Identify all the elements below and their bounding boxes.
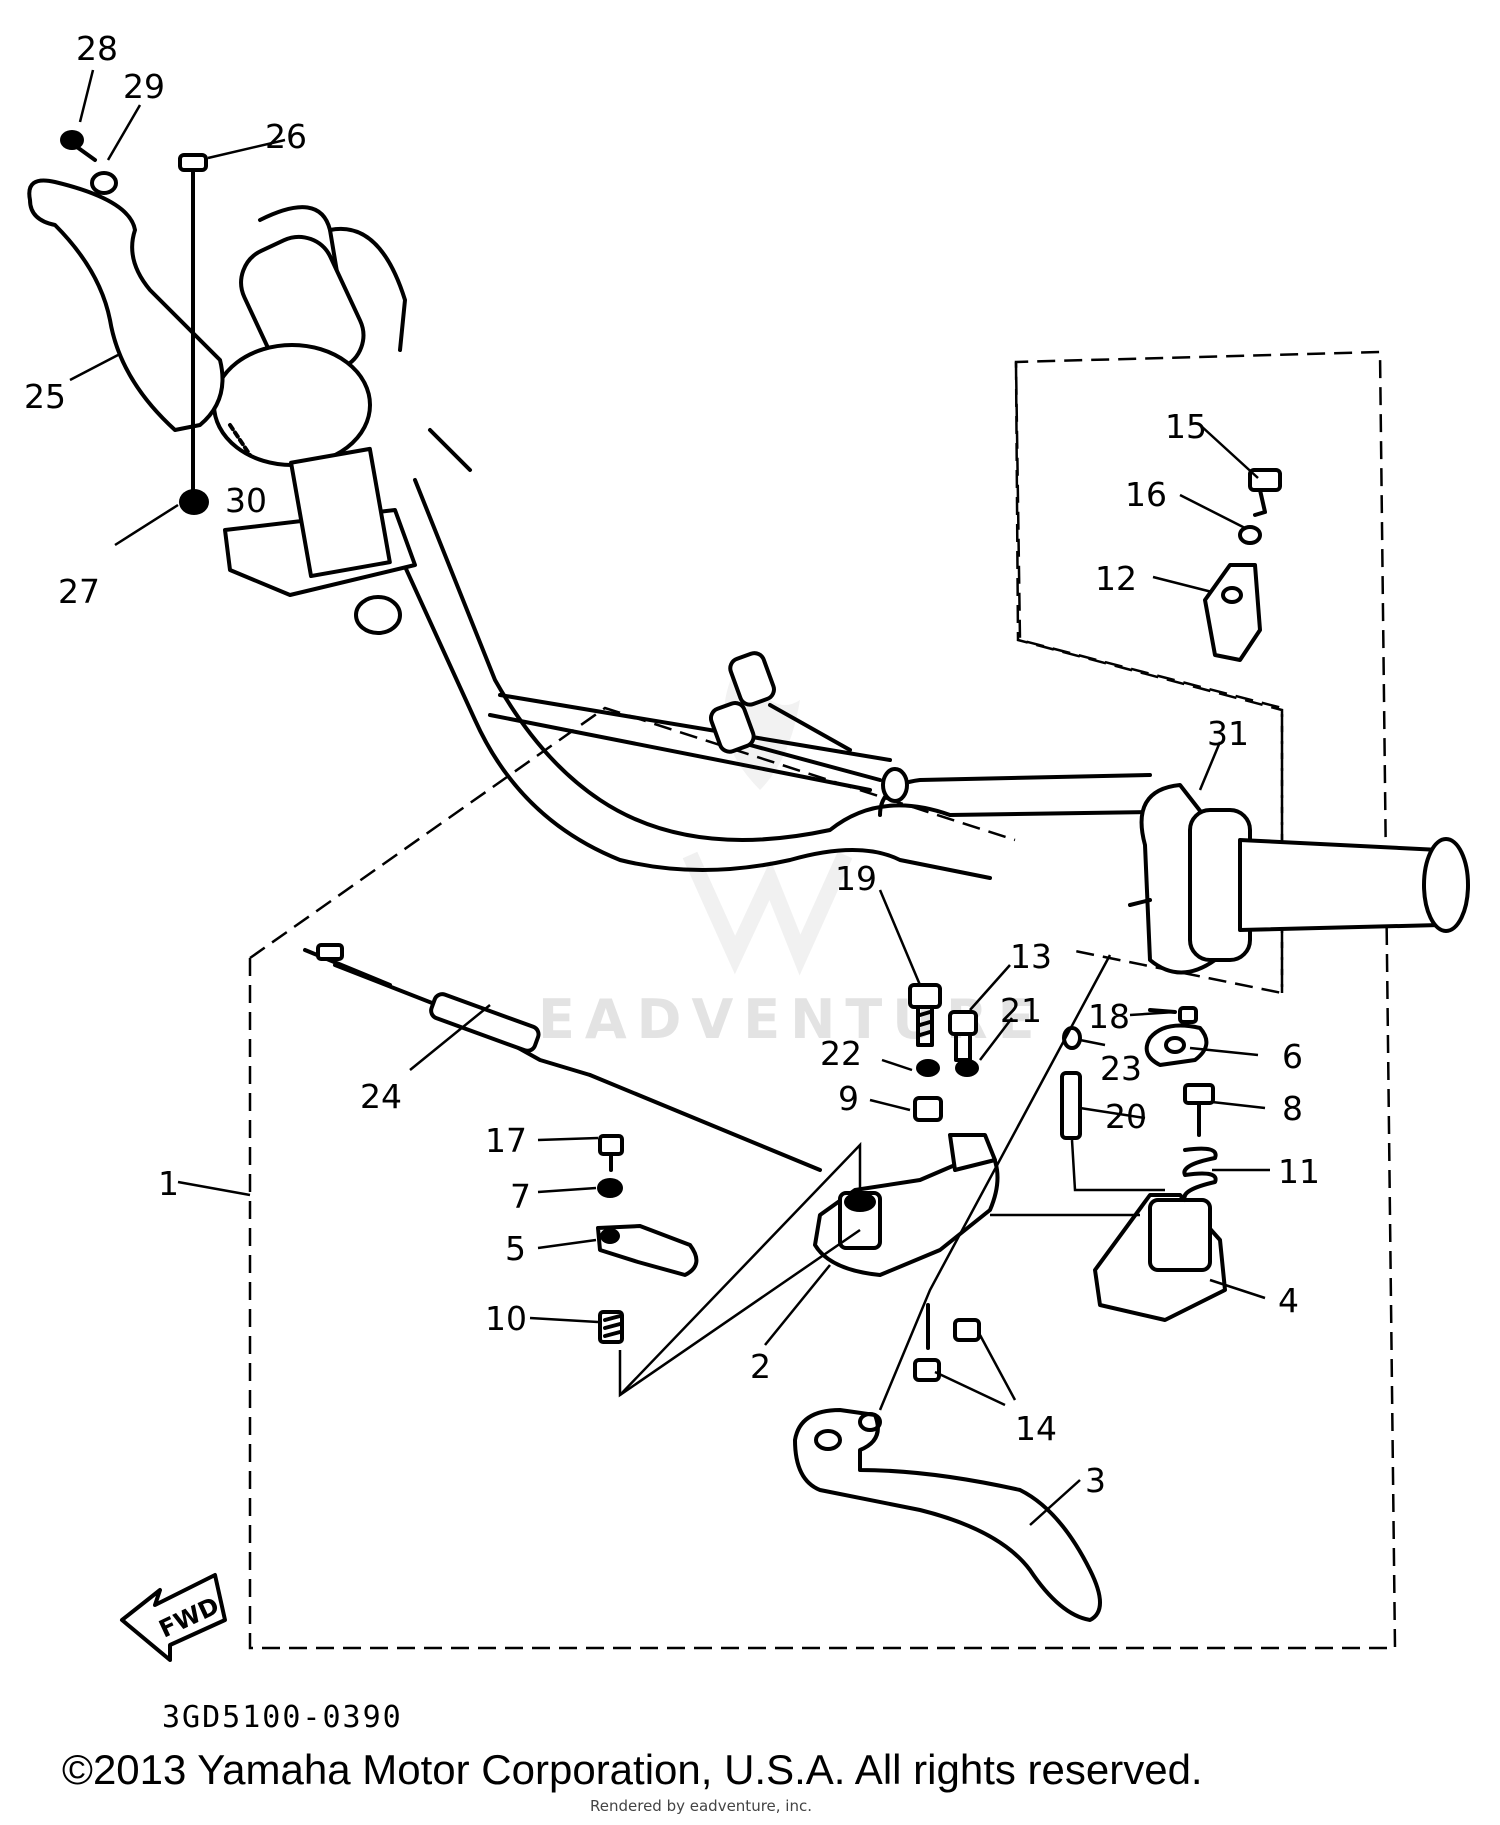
callout-23: 23 <box>1100 1049 1142 1088</box>
callout-7: 7 <box>510 1177 531 1216</box>
nuts-14 <box>913 1303 981 1382</box>
diagram-code: 3GD5100-0390 <box>162 1700 403 1735</box>
callout-31: 31 <box>1207 714 1249 753</box>
watermark-logo <box>682 660 853 976</box>
left-hardware <box>60 130 252 515</box>
rendered-by-notice: Rendered by eadventure, inc. <box>590 1797 812 1815</box>
callout-5: 5 <box>505 1229 526 1268</box>
callout-15: 15 <box>1165 407 1207 446</box>
callout-25: 25 <box>24 377 66 416</box>
lever-perch-2 <box>813 1133 1000 1277</box>
callout-labels: 28 29 26 25 30 27 15 16 12 31 19 13 21 2… <box>24 29 1320 1500</box>
left-lever-25 <box>27 178 225 432</box>
callout-9: 9 <box>838 1079 859 1118</box>
callout-4: 4 <box>1278 1281 1299 1320</box>
callout-18: 18 <box>1088 997 1130 1036</box>
callout-12: 12 <box>1095 559 1137 598</box>
callout-17: 17 <box>485 1121 527 1160</box>
copyright-notice: ©2013 Yamaha Motor Corporation, U.S.A. A… <box>62 1746 1203 1793</box>
left-grip-assembly <box>212 234 472 635</box>
callout-28: 28 <box>76 29 118 68</box>
callout-22: 22 <box>820 1034 862 1073</box>
callout-26: 26 <box>265 117 307 156</box>
callout-11: 11 <box>1278 1152 1320 1191</box>
callout-3: 3 <box>1085 1461 1106 1500</box>
callout-19: 19 <box>835 859 877 898</box>
switch-cable-24 <box>303 943 822 1172</box>
callout-1: 1 <box>158 1164 179 1203</box>
wire-connectors <box>708 651 909 803</box>
switch-group-boundary <box>1014 361 1284 995</box>
callout-27: 27 <box>58 572 100 611</box>
small-parts-right <box>596 983 1218 1344</box>
callout-13: 13 <box>1010 937 1052 976</box>
callout-24: 24 <box>360 1077 402 1116</box>
assembly-1-boundary <box>248 350 1397 1650</box>
leader-lines <box>69 69 1270 1526</box>
handlebar <box>258 205 1152 880</box>
right-switch-31 <box>1128 783 1252 975</box>
bracket-4 <box>1093 1193 1227 1322</box>
callout-14: 14 <box>1015 1409 1057 1448</box>
callout-2: 2 <box>750 1347 771 1386</box>
fwd-arrow: FWD <box>120 1573 227 1662</box>
callout-10: 10 <box>485 1299 527 1338</box>
callout-8: 8 <box>1282 1089 1303 1128</box>
callout-20: 20 <box>1105 1097 1147 1136</box>
callout-16: 16 <box>1125 475 1167 514</box>
main-lever-3 <box>793 1408 1102 1622</box>
switch-small-parts <box>1203 468 1282 662</box>
right-grip <box>1238 837 1470 933</box>
callout-29: 29 <box>123 67 165 106</box>
callout-21: 21 <box>1000 991 1042 1030</box>
callout-6: 6 <box>1282 1037 1303 1076</box>
callout-30: 30 <box>225 481 267 520</box>
